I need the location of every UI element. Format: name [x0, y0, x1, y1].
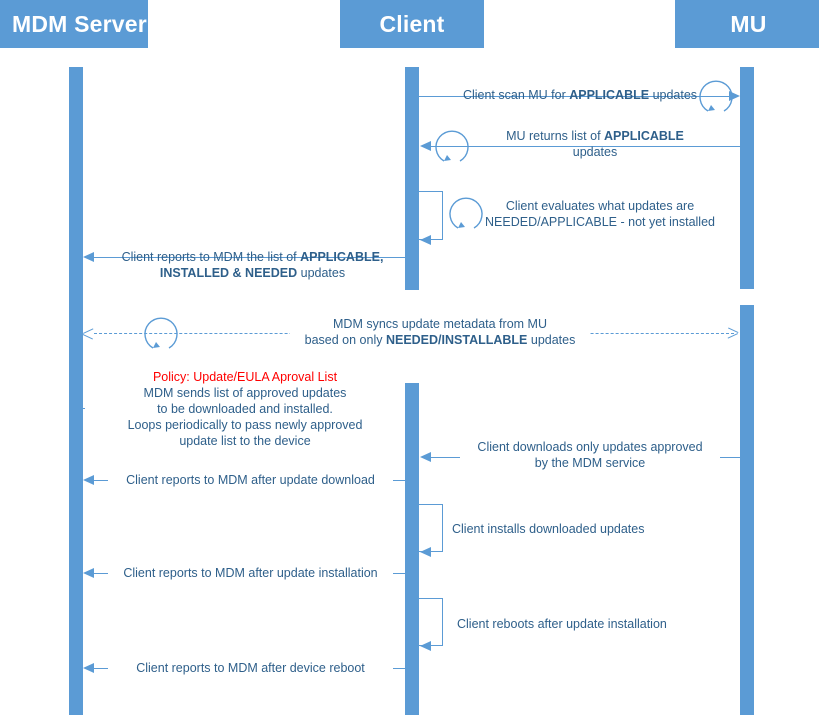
lifeline-mu-segment-1 — [740, 67, 754, 289]
message-arrowhead-m4 — [83, 251, 94, 262]
actor-label-client: Client — [379, 10, 445, 37]
message-arrowhead-m8 — [83, 474, 94, 485]
message-label-m4: Client reports to MDM the list of APPLIC… — [121, 250, 384, 280]
actor-header-mu: MU — [675, 0, 819, 48]
loop-icon-m2 — [430, 123, 478, 171]
message-arrowhead-m9 — [420, 546, 431, 557]
message-label-m9: Client installs downloaded updates — [452, 522, 645, 536]
lifeline-client-segment-1 — [405, 67, 419, 290]
message-label-m10: Client reports to MDM after update insta… — [108, 565, 393, 581]
message-policy-label-m6: Policy: Update/EULA Aproval List — [152, 370, 338, 384]
message-arrowhead-m3 — [420, 234, 431, 245]
lifeline-client-segment-2 — [405, 383, 419, 715]
message-arrowhead-m7 — [420, 451, 431, 462]
selfcall-box-m3 — [419, 191, 443, 240]
message-arrowhead-m5 — [727, 328, 738, 339]
loop-icon-m5 — [139, 310, 187, 358]
message-label-m8: Client reports to MDM after update downl… — [108, 472, 393, 488]
message-line-m2 — [431, 146, 740, 147]
actor-header-client: Client — [340, 0, 484, 48]
selfcall-box-m9 — [419, 504, 443, 552]
loop-icon-m3 — [444, 190, 492, 238]
message-label-m11: Client reboots after update installation — [457, 617, 667, 631]
lifeline-mdm-server — [69, 67, 83, 715]
actor-label-mu: MU — [730, 10, 767, 37]
selfcall-box-m11 — [419, 598, 443, 646]
message-arrowhead-m11 — [420, 640, 431, 651]
loop-icon-m1 — [694, 73, 742, 121]
message-arrowhead-m10 — [83, 567, 94, 578]
message-line-m4 — [94, 257, 405, 258]
message-arrowhead-m12 — [83, 662, 94, 673]
message-label-m12: Client reports to MDM after device reboo… — [108, 660, 393, 676]
lifeline-mu-segment-2 — [740, 305, 754, 715]
message-arrowhead-m1 — [729, 90, 740, 101]
message-line-m1 — [419, 96, 729, 97]
actor-header-mdm-server: MDM Server — [0, 0, 148, 48]
actor-label-mdm-server: MDM Server — [12, 10, 147, 37]
message-tail-arrow-m5 — [83, 328, 94, 339]
message-arrowhead-m2 — [420, 140, 431, 151]
message-label-m1: Client scan MU for APPLICABLE updates — [462, 88, 698, 102]
